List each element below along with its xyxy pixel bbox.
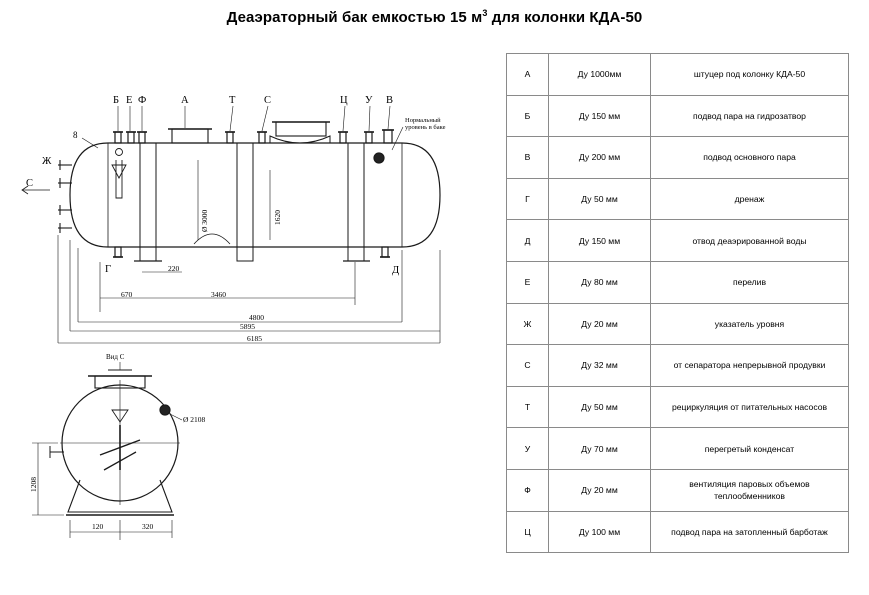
cell-mark: С: [506, 344, 549, 387]
side-view: [21, 105, 441, 344]
cell-size: Ду 100 мм: [548, 510, 651, 554]
label-a: А: [181, 95, 189, 106]
title-text-suffix: для колонки КДА-50: [487, 9, 643, 26]
label-view-s: С: [26, 178, 33, 189]
cell-size: Ду 20 мм: [548, 302, 651, 346]
cell-mark: Ф: [506, 468, 549, 512]
cell-size: Ду 200 мм: [548, 136, 651, 179]
label-zh: Ж: [42, 156, 52, 167]
dim-5895: 5895: [240, 322, 255, 331]
cell-size: Ду 150 мм: [548, 94, 651, 138]
dim-3460: 3460: [211, 290, 226, 299]
label-f: Ф: [138, 95, 146, 106]
label-ts: Ц: [340, 95, 348, 106]
cell-purpose: указатель уровня: [650, 302, 849, 346]
cell-size: Ду 1000мм: [548, 53, 651, 96]
cell-size: Ду 50 мм: [548, 385, 651, 429]
cell-size: Ду 50 мм: [548, 177, 651, 221]
title-text: Деаэраторный бак емкостью 15 м: [226, 9, 483, 26]
end-view: [32, 362, 183, 540]
dim-670: 670: [121, 290, 133, 299]
label-d: Д: [392, 265, 399, 276]
cell-purpose: вентиляция паровых объемов теплообменник…: [650, 468, 849, 512]
dim-220: 220: [168, 264, 180, 273]
cell-purpose: перелив: [650, 260, 849, 304]
dim-6185: 6185: [247, 334, 262, 343]
dim-dia2108: Ø 2108: [183, 415, 206, 424]
cell-mark: Ц: [506, 510, 549, 554]
cell-purpose: отвод деаэрированной воды: [650, 219, 849, 262]
cell-purpose: дренаж: [650, 177, 849, 221]
level-note-1: Нормальный: [405, 117, 441, 124]
cell-mark: В: [506, 136, 549, 179]
page-title: Деаэраторный бак емкостью 15 м3 для коло…: [0, 8, 869, 26]
cell-mark: А: [506, 53, 549, 96]
cell-size: Ду 80 мм: [548, 260, 651, 304]
dim-320: 320: [142, 522, 154, 531]
dim-1208: 1208: [29, 477, 38, 492]
cell-mark: Ж: [506, 302, 549, 346]
dim-4800: 4800: [249, 313, 264, 322]
dim-1620: 1620: [273, 210, 282, 225]
cell-size: Ду 32 мм: [548, 344, 651, 387]
cell-mark: Д: [506, 219, 549, 262]
view-label: Вид С: [106, 353, 125, 361]
label-g: Г: [105, 264, 111, 275]
dim-120: 120: [92, 522, 104, 531]
cell-mark: Т: [506, 385, 549, 429]
label-u: У: [365, 95, 373, 106]
level-note-2: уровень в баке: [405, 124, 446, 131]
cell-purpose: штуцер под колонку КДА-50: [650, 53, 849, 96]
item-number: 8: [73, 130, 78, 140]
tank-drawing: Б Е Ф А Т С Ц У В Г Ж С Д 8 Нормальный у…: [21, 95, 446, 540]
cell-purpose: от сепаратора непрерывной продувки: [650, 344, 849, 387]
cell-size: Ду 150 мм: [548, 219, 651, 262]
label-e: Е: [126, 95, 132, 106]
cell-purpose: рециркуляция от питательных насосов: [650, 385, 849, 429]
cell-purpose: подвод пара на затопленный барботаж: [650, 510, 849, 554]
dim-dia3000: Ø 3000: [200, 209, 209, 232]
cell-mark: У: [506, 427, 549, 470]
label-s: С: [264, 95, 271, 106]
cell-purpose: подвод основного пара: [650, 136, 849, 179]
label-b: Б: [113, 95, 119, 106]
cell-mark: Е: [506, 260, 549, 304]
cell-mark: Г: [506, 177, 549, 221]
cell-size: Ду 70 мм: [548, 427, 651, 470]
cell-size: Ду 20 мм: [548, 468, 651, 512]
label-t: Т: [229, 95, 236, 106]
label-v: В: [386, 95, 393, 106]
cell-mark: Б: [506, 94, 549, 138]
cell-purpose: подвод пара на гидрозатвор: [650, 94, 849, 138]
cell-purpose: перегретый конденсат: [650, 427, 849, 470]
title-superscript: 3: [482, 8, 488, 18]
